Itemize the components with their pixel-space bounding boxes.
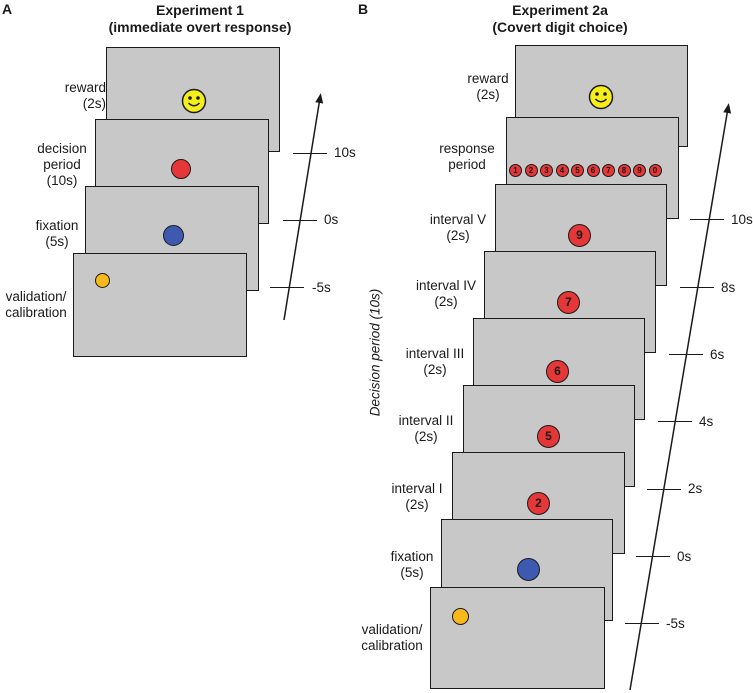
response-digit-5: 5: [571, 164, 584, 177]
response-digit-0: 0: [648, 164, 662, 177]
label-b-interval-1: interval I (2s): [384, 481, 450, 513]
red-dot-icon: [171, 159, 191, 179]
label-text: (2s): [423, 362, 447, 377]
response-digit-6: 6: [586, 164, 600, 177]
label-a-reward: reward (2s): [48, 80, 106, 112]
label-b-reward: reward (2s): [460, 71, 516, 103]
timeline-arrow-a: [283, 93, 324, 321]
digit-6-dot: 6: [546, 360, 569, 383]
response-digit-2: 2: [524, 164, 538, 177]
yellow-dot-icon: [95, 273, 110, 288]
panel-b-title: Experiment 2a (Covert digit choice): [460, 2, 660, 36]
tick-label-b-6s: 6s: [710, 347, 725, 362]
label-text: fixation: [390, 549, 434, 564]
label-text: (2s): [446, 228, 470, 243]
label-b-validation: validation/ calibration: [355, 622, 429, 654]
label-b-interval-3: interval III (2s): [398, 346, 472, 378]
digit-7-dot: 7: [557, 291, 580, 314]
panel-a-title: Experiment 1 (immediate overt response): [90, 2, 310, 36]
tick-a-minus5s: [270, 287, 304, 288]
smiley-face-icon: [588, 84, 614, 110]
response-digit-1: 1: [509, 164, 522, 177]
panel-b-title-line1: Experiment 2a: [512, 2, 608, 18]
label-a-decision: decision period (10s): [30, 141, 94, 189]
label-b-response: response period: [430, 141, 504, 173]
label-text: (5s): [400, 565, 424, 580]
label-b-interval-4: interval IV (2s): [410, 278, 482, 310]
tick-label-b-4s: 4s: [699, 414, 714, 429]
label-text: (10s): [46, 173, 78, 188]
response-digit-row: 1 2 3 4 5 6 7 8 9 0: [509, 164, 664, 177]
label-a-fixation: fixation (5s): [30, 218, 84, 250]
panel-a-letter: A: [2, 1, 13, 17]
label-text: validation/: [361, 622, 423, 637]
label-text: response: [439, 141, 495, 156]
tick-b-minus5s: [625, 623, 659, 624]
response-digit-9: 9: [633, 164, 646, 177]
tick-label-a-10s: 10s: [334, 145, 356, 160]
label-b-interval-2: interval II (2s): [390, 413, 462, 445]
label-text: reward: [467, 71, 509, 86]
tick-label-b-8s: 8s: [721, 280, 736, 295]
blue-dot-icon: [517, 558, 540, 581]
label-text: interval II: [398, 413, 454, 428]
panel-b-letter: B: [358, 1, 369, 17]
label-text: interval I: [391, 481, 443, 496]
tick-label-b-0s: 0s: [677, 549, 692, 564]
label-text: period: [448, 157, 486, 172]
label-text: calibration: [361, 638, 423, 653]
tick-b-10s: [690, 219, 724, 220]
yellow-dot-icon: [452, 608, 469, 625]
label-text: interval III: [405, 346, 465, 361]
timeline-arrow-b: [629, 103, 732, 691]
label-text: validation/: [5, 289, 67, 304]
tick-a-10s: [293, 153, 327, 154]
label-text: period: [43, 157, 81, 172]
screen-a-validation: [73, 253, 247, 357]
response-digit-3: 3: [540, 164, 553, 177]
screen-b-validation: [430, 587, 605, 689]
label-text: (5s): [45, 234, 69, 249]
label-text: calibration: [5, 305, 67, 320]
digit-5-dot: 5: [537, 425, 560, 448]
label-text: interval V: [429, 212, 487, 227]
digit-2-dot: 2: [527, 492, 550, 515]
label-b-interval-5: interval V (2s): [422, 212, 494, 244]
smiley-face-icon: [181, 88, 207, 114]
label-text: (2s): [414, 429, 438, 444]
panel-a-title-line1: Experiment 1: [156, 2, 244, 18]
response-digit-4: 4: [555, 164, 569, 177]
label-text: reward: [64, 80, 106, 95]
tick-label-b-2s: 2s: [688, 481, 703, 496]
tick-label-b-10s: 10s: [731, 212, 753, 227]
blue-dot-icon: [163, 225, 184, 246]
response-digit-7: 7: [602, 164, 615, 177]
label-text: interval IV: [415, 278, 477, 293]
panel-a-title-line2: (immediate overt response): [108, 19, 292, 35]
label-text: (2s): [405, 497, 429, 512]
label-b-fixation: fixation (5s): [384, 549, 440, 581]
tick-label-a-0s: 0s: [324, 212, 339, 227]
panel-b-title-line2: (Covert digit choice): [492, 19, 628, 35]
tick-b-8s: [680, 287, 714, 288]
tick-label-a-minus5s: -5s: [312, 280, 331, 295]
label-text: (2s): [476, 87, 500, 102]
digit-9-dot: 9: [568, 224, 591, 247]
label-text: (2s): [434, 294, 458, 309]
label-text: fixation: [35, 218, 79, 233]
tick-label-b-minus5s: -5s: [666, 616, 685, 631]
label-text: (2s): [82, 96, 106, 111]
label-a-validation: validation/ calibration: [0, 289, 72, 321]
label-text: decision: [37, 141, 87, 156]
response-digit-8: 8: [617, 164, 631, 177]
